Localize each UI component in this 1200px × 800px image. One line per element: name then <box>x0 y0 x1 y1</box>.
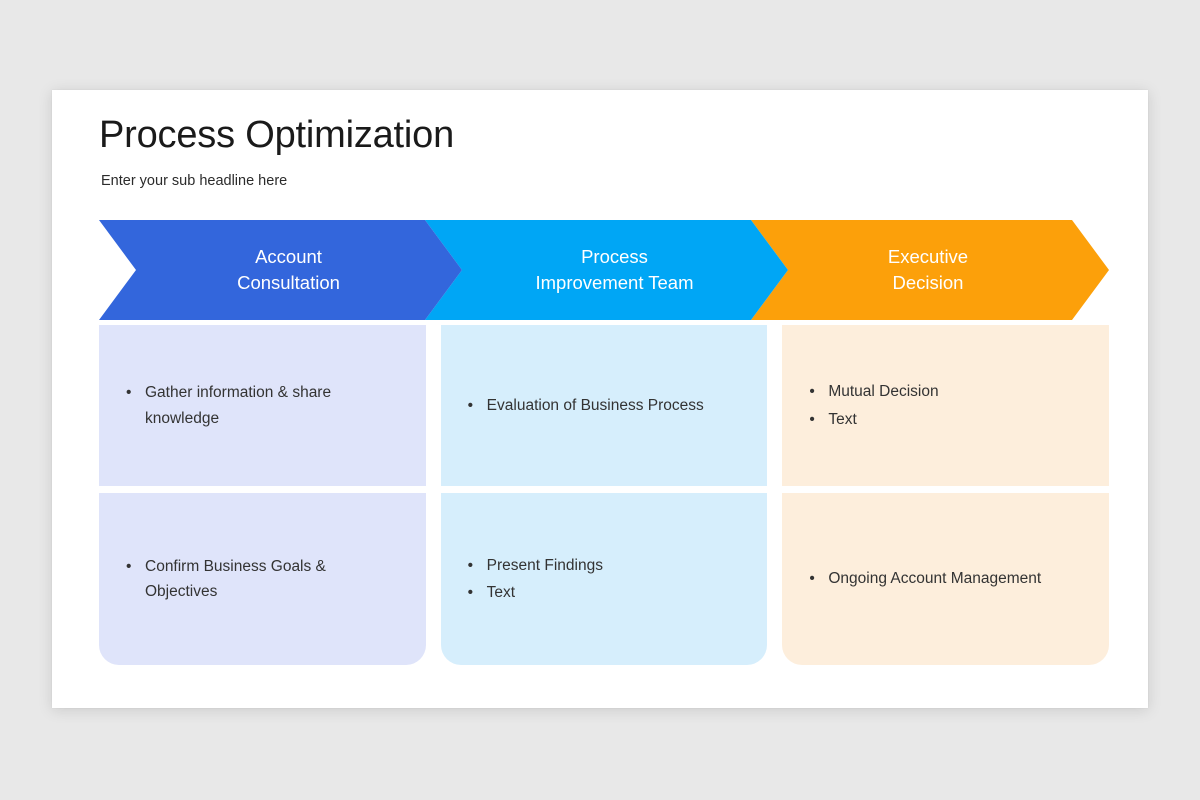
process-arrow-label: Account Consultation <box>237 245 340 293</box>
list-item: • Evaluation of Business Process <box>467 393 744 418</box>
process-column-account-consultation: • Gather information & share knowledge • C… <box>99 325 426 665</box>
process-arrow-label: Executive Decision <box>887 245 969 293</box>
bullet-icon: • <box>126 557 132 575</box>
process-arrow-label: Process Improvement Team <box>535 245 694 293</box>
bullet-icon: • <box>467 556 474 574</box>
list-item-label: Ongoing Account Management <box>828 570 1042 588</box>
list-item: • Ongoing Account Management <box>808 566 1085 591</box>
list-item-label: Text <box>486 584 516 601</box>
list-item: • Present Findings <box>467 553 744 578</box>
bullet-icon: • <box>467 584 474 601</box>
bullet-icon: • <box>809 570 815 588</box>
list-item: • Mutual Decision <box>808 379 1085 404</box>
slide-header: Process Optimization Enter your sub head… <box>99 114 999 190</box>
slide-canvas: Process Optimization Enter your sub head… <box>52 90 1148 708</box>
list-item-label: Gather information & share knowledge <box>145 384 332 427</box>
content-card[interactable]: • Evaluation of Business Process <box>440 325 768 486</box>
list-item: • Gather information & share knowledge <box>125 380 402 430</box>
content-card[interactable]: • Confirm Business Goals & Objectives <box>99 493 426 665</box>
bullet-icon: • <box>467 396 474 414</box>
process-column-process-improvement-team: • Evaluation of Business Process • Present… <box>440 325 768 665</box>
bullet-icon: • <box>809 410 815 428</box>
bullet-list: • Present Findings • Text <box>467 553 744 605</box>
bullet-list: • Mutual Decision • Text <box>808 379 1085 431</box>
content-card[interactable]: • Ongoing Account Management <box>782 493 1110 665</box>
process-diagram: Account Consultation Process Improvement… <box>99 220 1110 665</box>
bullet-list: • Ongoing Account Management <box>808 566 1085 591</box>
list-item-label: Mutual Decision <box>828 383 939 401</box>
list-item: • Text <box>808 407 1085 432</box>
list-item: • Confirm Business Goals & Objectives <box>125 554 402 604</box>
process-column-executive-decision: • Mutual Decision • Text • Ongoing Account … <box>782 325 1110 665</box>
content-card[interactable]: • Mutual Decision • Text <box>782 325 1110 486</box>
list-item-label: Present Findings <box>486 556 603 574</box>
process-arrow-executive-decision[interactable]: Executive Decision <box>751 220 1109 320</box>
list-item-label: Text <box>828 410 857 428</box>
bullet-list: • Gather information & share knowledge <box>125 380 402 430</box>
bullet-icon: • <box>809 383 815 401</box>
process-arrow-account-consultation[interactable]: Account Consultation <box>99 220 462 320</box>
list-item-label: Evaluation of Business Process <box>486 396 704 414</box>
list-item-label: Confirm Business Goals & Objectives <box>145 557 326 600</box>
content-card[interactable]: • Gather information & share knowledge <box>99 325 426 486</box>
process-stage-arrows: Account Consultation Process Improvement… <box>99 220 1109 320</box>
bullet-icon: • <box>126 384 132 402</box>
page-subtitle: Enter your sub headline here <box>101 172 288 189</box>
bullet-list: • Confirm Business Goals & Objectives <box>125 554 402 604</box>
page-title: Process Optimization <box>99 114 455 156</box>
process-content-columns: • Gather information & share knowledge • C… <box>99 325 1110 665</box>
bullet-list: • Evaluation of Business Process <box>467 393 744 418</box>
content-card[interactable]: • Present Findings • Text <box>440 493 768 665</box>
list-item: • Text <box>467 580 744 605</box>
process-arrow-process-improvement-team[interactable]: Process Improvement Team <box>425 220 788 320</box>
